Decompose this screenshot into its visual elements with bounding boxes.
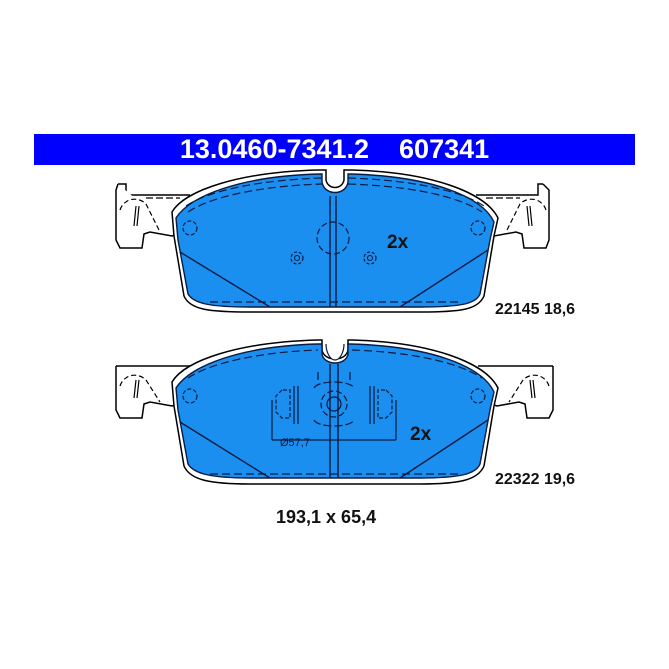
pad-1 [115, 169, 550, 313]
sensor-diameter: Ø57,7 [280, 437, 310, 449]
pad-1-left-clip [115, 183, 190, 249]
wear-sensor-outline [271, 372, 397, 441]
part-number: 13.0460-7341.2 [179, 134, 370, 164]
pad-1-code: 22145 18,6 [495, 301, 576, 318]
pad-2-right-clip [478, 365, 554, 419]
pad-dimensions: 193,1 x 65,4 [276, 507, 377, 527]
pad-2-left-clip [115, 365, 190, 419]
pad-1-right-clip [476, 183, 550, 249]
pad-2-quantity: 2x [410, 424, 432, 445]
header-banner: 13.0460-7341.2 607341 [34, 134, 635, 165]
short-number: 607341 [399, 134, 490, 164]
pad-2-code: 22322 19,6 [495, 471, 576, 488]
pad-1-quantity: 2x [387, 232, 409, 253]
pad-2: Ø57,7 [115, 339, 554, 485]
